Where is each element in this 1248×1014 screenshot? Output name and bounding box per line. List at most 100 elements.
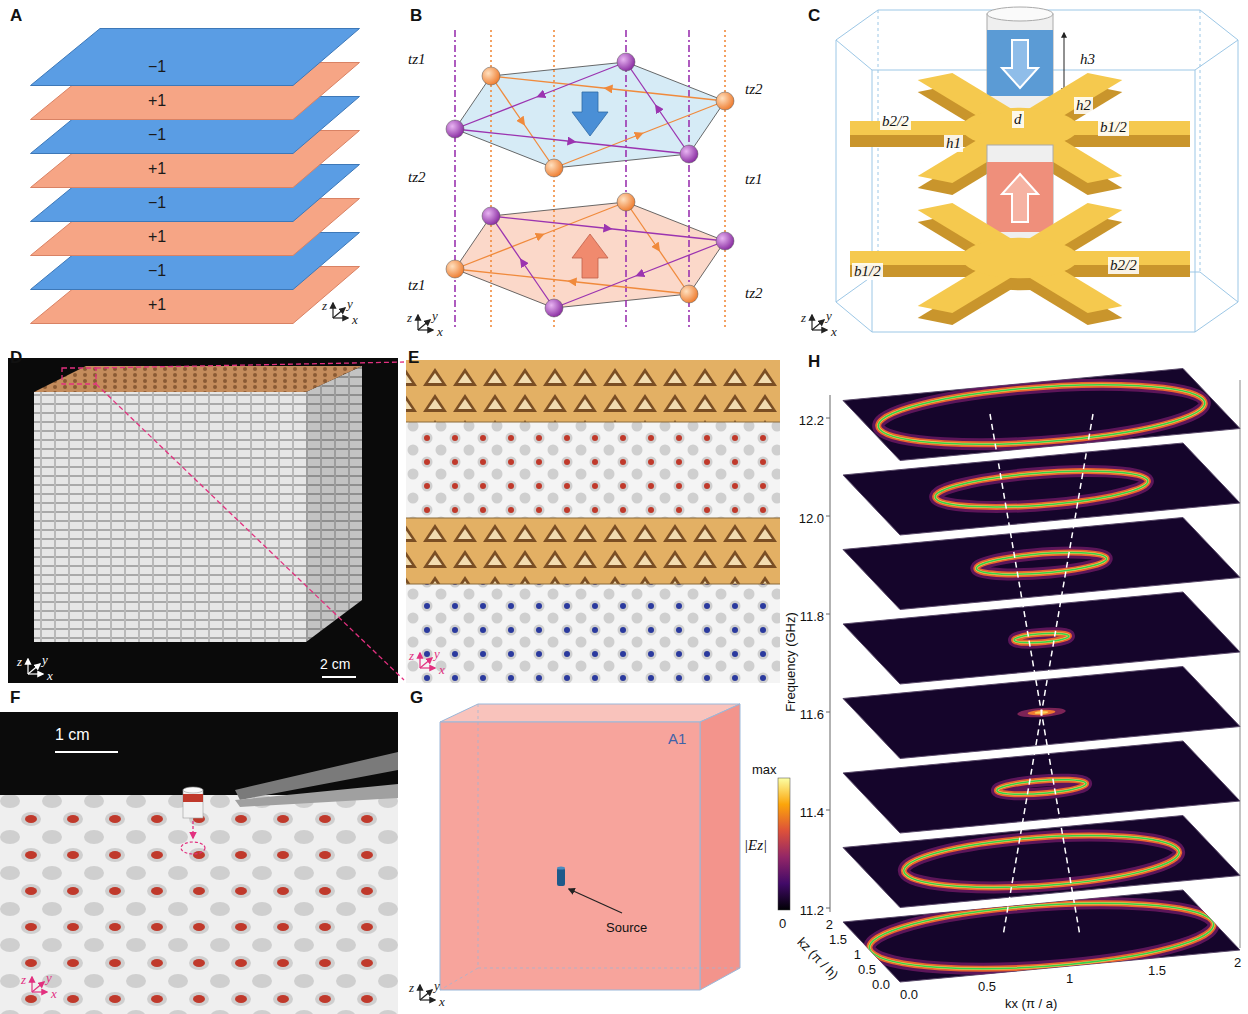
ellipse-shape bbox=[884, 826, 1199, 897]
figure-label: x bbox=[439, 662, 445, 678]
ellipse-shape bbox=[856, 374, 1227, 455]
rect-shape bbox=[406, 360, 780, 422]
label-anchor: 2 bbox=[1234, 953, 1241, 971]
figure-label: y bbox=[826, 308, 832, 324]
figure-label: 0.5 bbox=[858, 962, 876, 977]
figure-label: b1/2 bbox=[1098, 119, 1129, 136]
panel-letter: H bbox=[808, 352, 820, 372]
label-anchor: z bbox=[21, 970, 26, 988]
ellipse-shape bbox=[922, 464, 1161, 514]
polygon-shape bbox=[455, 62, 725, 168]
axes-glyph bbox=[812, 315, 827, 330]
label-anchor: Source bbox=[606, 918, 647, 936]
figure-label: z bbox=[322, 298, 327, 314]
line-shape bbox=[1064, 33, 1065, 93]
path-shape bbox=[1002, 40, 1038, 88]
label-anchor: 11.8 bbox=[800, 607, 824, 625]
line-shape bbox=[419, 985, 420, 1000]
line-shape bbox=[478, 704, 479, 968]
panel-letter: F bbox=[10, 688, 20, 708]
label-anchor: B bbox=[410, 6, 422, 26]
figure-label: x bbox=[51, 986, 57, 1002]
label-anchor: y bbox=[347, 294, 353, 312]
panel-letter: G bbox=[410, 688, 423, 708]
figure-label: A1 bbox=[668, 730, 686, 747]
figure-label: 12.0 bbox=[799, 511, 824, 526]
label-anchor: y bbox=[826, 306, 832, 324]
panel-letter: C bbox=[808, 6, 820, 26]
polyline-shape bbox=[554, 101, 725, 168]
line-shape bbox=[418, 329, 433, 330]
polyline-shape bbox=[491, 76, 725, 101]
figure-label: tz1 bbox=[408, 51, 426, 68]
figure-label: x bbox=[437, 324, 443, 340]
label-anchor: tz1 bbox=[745, 170, 763, 188]
line-shape bbox=[1003, 414, 1093, 936]
g-shape bbox=[922, 464, 1161, 514]
figure-label: z bbox=[409, 980, 414, 996]
line-shape bbox=[192, 821, 193, 838]
figure-label: b2/2 bbox=[880, 113, 911, 130]
line-shape bbox=[1238, 40, 1239, 302]
label-anchor: 1.5 bbox=[1148, 961, 1166, 979]
label-anchor: 0.5 bbox=[858, 960, 876, 978]
rect-shape bbox=[183, 794, 203, 802]
figure-label: 1 bbox=[854, 947, 861, 962]
figure-label: z bbox=[409, 648, 414, 664]
label-anchor: kx (π / a) bbox=[1005, 994, 1057, 1012]
circle-shape bbox=[446, 260, 464, 278]
ellipse-shape bbox=[884, 826, 1199, 897]
line-shape bbox=[1240, 380, 1241, 948]
label-anchor: 0.0 bbox=[872, 975, 890, 993]
figure-label: y bbox=[434, 646, 440, 662]
label-anchor: y bbox=[46, 968, 52, 986]
label-anchor: b1/2 bbox=[852, 262, 883, 280]
label-anchor: tz2 bbox=[745, 80, 763, 98]
line-shape bbox=[836, 40, 837, 302]
circle-shape bbox=[962, 108, 1078, 149]
axes-glyph bbox=[32, 977, 47, 992]
ellipse-shape bbox=[557, 866, 565, 869]
label-anchor: 1 bbox=[1066, 969, 1073, 987]
figure-label: y bbox=[347, 296, 353, 312]
label-anchor: tz2 bbox=[745, 284, 763, 302]
sample-photo bbox=[8, 358, 404, 683]
ellipse-shape bbox=[922, 464, 1161, 514]
label-anchor: z bbox=[409, 646, 414, 664]
line-shape bbox=[418, 320, 430, 330]
line-shape bbox=[333, 317, 348, 318]
circle-shape bbox=[716, 232, 734, 250]
figure-label: d bbox=[1012, 111, 1024, 128]
line-shape bbox=[990, 414, 1080, 936]
line-shape bbox=[96, 362, 404, 368]
circle-shape bbox=[617, 53, 635, 71]
panel-letter: B bbox=[410, 6, 422, 26]
layer-charge: −1 bbox=[148, 194, 166, 212]
polyline-shape bbox=[455, 202, 626, 269]
figure-label: h1 bbox=[944, 135, 963, 152]
line-shape bbox=[454, 30, 456, 330]
figure-label: |Ez| bbox=[744, 837, 767, 854]
line-shape bbox=[420, 999, 435, 1000]
label-anchor: tz1 bbox=[408, 50, 426, 68]
figure-label: 2 cm bbox=[320, 656, 350, 672]
figure-label: z bbox=[21, 972, 26, 988]
g-shape bbox=[826, 418, 830, 908]
closeup-photo bbox=[406, 360, 780, 683]
rect-shape bbox=[62, 368, 96, 384]
polyline-shape bbox=[491, 216, 725, 241]
circle-shape bbox=[680, 145, 698, 163]
unit-cell-illustration bbox=[836, 7, 1238, 332]
figure-label: 11.8 bbox=[800, 609, 824, 624]
figure-label: z bbox=[17, 654, 22, 670]
field-map-stack bbox=[778, 369, 1240, 983]
line-shape bbox=[420, 990, 432, 1000]
label-anchor: 11.2 bbox=[800, 901, 824, 919]
rect-shape bbox=[8, 358, 398, 683]
line-shape bbox=[872, 70, 873, 332]
label-anchor: x bbox=[47, 666, 53, 684]
line-shape bbox=[31, 977, 32, 992]
label-anchor: 0 bbox=[779, 914, 786, 932]
polygon-shape bbox=[440, 722, 700, 990]
